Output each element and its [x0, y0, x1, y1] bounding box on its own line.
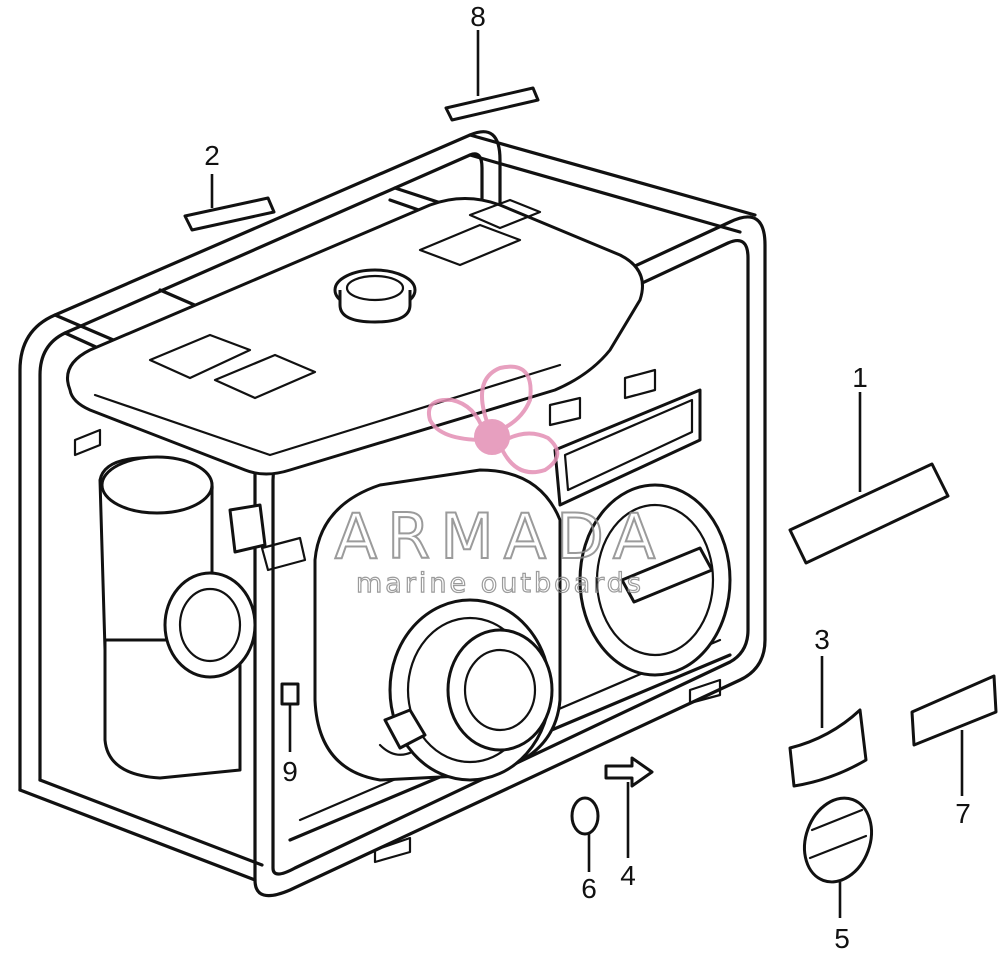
callout-7: 7: [955, 798, 971, 829]
callout-8: 8: [470, 1, 486, 32]
decal-7: [910, 674, 998, 747]
callout-4: 4: [620, 860, 636, 891]
decal-2: [183, 196, 276, 232]
callout-numbers: 8 2 1 3 7 4 6 5 9: [204, 1, 971, 954]
leader-lines: [210, 30, 964, 918]
pump-assembly-drawing: [18, 130, 767, 898]
callout-1: 1: [852, 362, 868, 393]
watermark: ARMADA marine outboards: [334, 364, 665, 600]
propeller-logo-icon: [427, 364, 560, 475]
callout-2: 2: [204, 140, 220, 171]
callout-5: 5: [834, 923, 850, 954]
callout-6: 6: [581, 873, 597, 904]
watermark-title: ARMADA: [335, 500, 665, 573]
decal-5: [803, 796, 873, 884]
callout-3: 3: [814, 624, 830, 655]
callout-9: 9: [282, 756, 298, 787]
decal-4-arrow: [604, 756, 654, 788]
decal-6: [570, 796, 600, 836]
decal-3: [788, 708, 868, 788]
decal-8: [444, 86, 540, 122]
watermark-subtitle: marine outboards: [356, 568, 644, 599]
decal-parts: [183, 86, 998, 884]
decal-1: [788, 462, 950, 565]
